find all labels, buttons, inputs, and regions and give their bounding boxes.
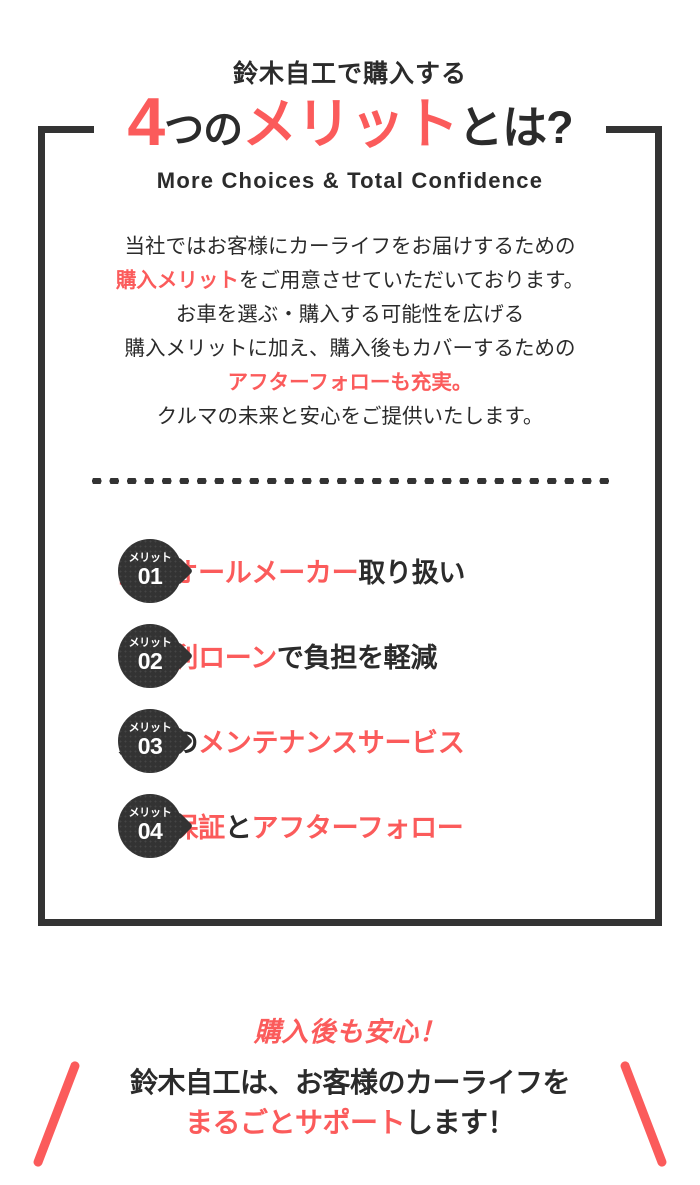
merit-badge-01: メリット 01 [118, 538, 194, 603]
merit-segment: アフターフォロー [251, 813, 464, 843]
merit-row: メリット 01 国産オールメーカー取り扱い [0, 528, 700, 613]
intro-paragraph: 当社ではお客様にカーライフをお届けするための 購入メリットをご用意させていただい… [38, 230, 662, 434]
closing-message: 鈴木自工は、お客様のカーライフを まるごとサポートします！ [0, 1063, 700, 1143]
closing-highlight: まるごとサポート [184, 1107, 406, 1138]
lede-line-5-highlight: アフターフォローも充実。 [227, 371, 473, 394]
merit-segment: 取り扱い [358, 558, 466, 588]
lede-line-2-rest: をご用意させていただいております。 [238, 269, 585, 292]
merit-row: メリット 02 低金利ローンで負担を軽減 [0, 613, 700, 698]
title-tail: とは? [458, 102, 573, 153]
header-subtitle: More Choices & Total Confidence [156, 168, 544, 193]
merit-segment: と [224, 813, 252, 843]
merit-badge-03: メリット 03 [118, 708, 194, 773]
frame-right-edge [655, 126, 662, 926]
merit-segment: メンテナンスサービス [198, 728, 465, 758]
merit-badge-04: メリット 04 [118, 793, 194, 858]
badge-label: メリット [128, 637, 172, 649]
merit-row: メリット 03 充実のメンテナンスサービス [0, 698, 700, 783]
page-title: 4つのメリットとは? [0, 88, 700, 156]
frame-top-right-stub [606, 126, 662, 133]
dotted-divider [88, 478, 612, 484]
lede-line-1: 当社ではお客様にカーライフをお届けするための [124, 235, 576, 258]
lede-line-6: クルマの未来と安心をご提供いたします。 [156, 405, 544, 428]
frame-top-left-stub [38, 126, 94, 133]
closing-line-b: します！ [405, 1107, 516, 1138]
title-number: 4 [127, 84, 165, 160]
merit-segment: で負担を軽減 [276, 643, 438, 673]
badge-label: メリット [128, 552, 172, 564]
closing-section: 購入後も安心！ 鈴木自工は、お客様のカーライフを まるごとサポートします！ [0, 1010, 700, 1168]
closing-headline: 購入後も安心！ [253, 1017, 447, 1047]
badge-disc: メリット 01 [118, 538, 182, 603]
badge-number: 01 [137, 563, 163, 589]
lede-line-2-highlight: 購入メリット [115, 269, 239, 292]
badge-number: 02 [137, 648, 163, 674]
header-eyebrow: 鈴木自工で購入する [232, 60, 467, 88]
lede-line-4: 購入メリットに加え、購入後もカバーするための [124, 337, 576, 360]
badge-label: メリット [128, 722, 172, 734]
badge-label: メリット [128, 807, 172, 819]
closing-line-a: 鈴木自工は、お客様のカーライフを [129, 1067, 571, 1098]
frame-bottom-edge [38, 919, 662, 926]
frame-left-edge [38, 126, 45, 926]
title-counter: つの [164, 108, 243, 152]
merit-row: メリット 04 自社保証とアフターフォロー [0, 783, 700, 868]
badge-number: 03 [137, 733, 163, 759]
title-katakana: メリット [242, 93, 459, 155]
badge-disc: メリット 04 [118, 793, 182, 858]
lede-line-3: お車を選ぶ・購入する可能性を広げる [175, 303, 525, 326]
merit-list: メリット 01 国産オールメーカー取り扱い メリット 02 低金利ローンで負担を… [0, 528, 700, 868]
badge-number: 04 [137, 818, 163, 844]
merit-badge-02: メリット 02 [118, 623, 194, 688]
badge-disc: メリット 02 [118, 623, 182, 688]
merit-text: 低金利ローンで負担を軽減 [118, 636, 437, 675]
badge-disc: メリット 03 [118, 708, 182, 773]
